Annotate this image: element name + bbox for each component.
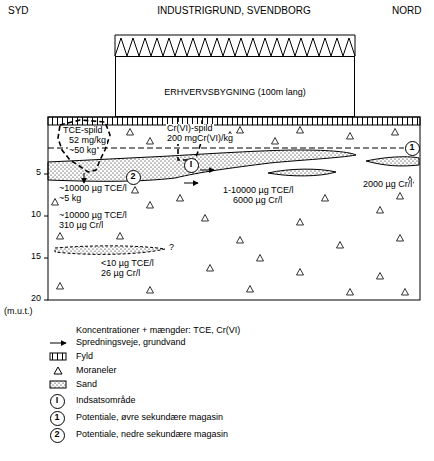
building: ERHVERVSBYGNING (100m lang) bbox=[115, 56, 355, 117]
moraine-symbol bbox=[297, 219, 304, 226]
moraine-symbol bbox=[247, 286, 254, 293]
moraine-symbol bbox=[337, 242, 344, 249]
callout-circle: I bbox=[184, 158, 199, 173]
moraine-symbol bbox=[297, 269, 304, 276]
moraine-symbol bbox=[402, 289, 409, 296]
note: TCE-spild bbox=[62, 126, 104, 136]
callout-circle: 2 bbox=[126, 170, 141, 185]
moraine-symbol bbox=[392, 129, 399, 136]
concentration: ~5 kg bbox=[58, 194, 82, 204]
callout-number: 2 bbox=[130, 172, 135, 182]
moraine-symbol bbox=[257, 255, 264, 262]
depth-tick: 10 bbox=[31, 210, 41, 220]
moraine-symbol bbox=[397, 193, 404, 200]
callout-number: 2 bbox=[54, 430, 59, 440]
concentration: <10 µg TCE/l bbox=[100, 259, 155, 269]
moraine-symbol bbox=[347, 133, 354, 140]
legend-text: Potentiale, nedre sekundære magasin bbox=[76, 430, 228, 440]
callout-number: 1 bbox=[409, 143, 414, 153]
note: 52 mg/kg bbox=[68, 136, 107, 146]
legend-text: Potentiale, øvre sekundære magasin bbox=[76, 413, 223, 423]
note: 200 mgCr(VI)/kg bbox=[166, 134, 234, 144]
concentration: ~10000 µg TCE/l bbox=[58, 211, 128, 221]
legend-text: Sand bbox=[76, 380, 97, 390]
moraine-symbol bbox=[207, 265, 214, 272]
note: Cr(VI)-spild bbox=[166, 124, 214, 134]
moraine-symbol bbox=[147, 138, 154, 145]
legend-text: Fyld bbox=[76, 352, 93, 362]
moraine-symbol bbox=[132, 187, 139, 194]
moraine-symbol bbox=[57, 283, 64, 290]
concentration: 1-10000 µg TCE/l bbox=[222, 186, 295, 196]
moraine-symbol bbox=[347, 289, 354, 296]
depth-tick: 15 bbox=[31, 252, 41, 262]
moraine-symbol bbox=[57, 233, 64, 240]
depth-tick: 20 bbox=[31, 294, 41, 304]
moraine-symbol bbox=[322, 195, 329, 202]
legend-text: Moraneler bbox=[76, 366, 117, 376]
moraine-symbol bbox=[297, 127, 304, 134]
callout-number: 1 bbox=[54, 413, 59, 423]
legend-text: Indsatsområde bbox=[76, 396, 136, 406]
moraine-symbol bbox=[237, 127, 244, 134]
moraine-symbol bbox=[272, 138, 279, 145]
concentration: 2000 µg Cr/l bbox=[362, 180, 413, 190]
legend-heading: Koncentrationer + mængder: TCE, Cr(VI) bbox=[76, 326, 240, 336]
moraine-symbol bbox=[147, 202, 154, 209]
note: ~50 kg bbox=[68, 146, 97, 156]
callout-number: I bbox=[190, 160, 193, 170]
moraine-symbol bbox=[177, 195, 184, 202]
callout-number: I bbox=[56, 396, 59, 406]
axis-unit: (m.u.t.) bbox=[4, 307, 33, 317]
moraine-symbol bbox=[202, 215, 209, 222]
moraine-symbol bbox=[237, 237, 244, 244]
moraine-symbol bbox=[377, 273, 384, 280]
building-label: ERHVERVSBYGNING (100m lang) bbox=[164, 88, 305, 98]
legend-circle: I bbox=[50, 394, 65, 409]
concentration: 310 µg Cr/l bbox=[58, 221, 104, 231]
title: INDUSTRIGRUND, SVENDBORG bbox=[157, 5, 310, 16]
concentration: ~10000 µg TCE/l bbox=[58, 184, 128, 194]
moraine-symbol bbox=[377, 207, 384, 214]
depth-tick: 5 bbox=[36, 168, 41, 178]
concentration: 26 µg Cr/l bbox=[100, 269, 141, 279]
legend-text: Spredningsveje, grundvand bbox=[76, 338, 186, 348]
direction-label: SYD bbox=[8, 5, 29, 16]
moraine-symbol bbox=[127, 129, 134, 136]
moraine-symbol bbox=[397, 235, 404, 242]
note: ? bbox=[168, 243, 175, 253]
direction-label: NORD bbox=[392, 5, 421, 16]
concentration: 6000 µg Cr/l bbox=[232, 196, 283, 206]
callout-circle: 1 bbox=[405, 141, 420, 156]
moraine-symbol bbox=[117, 233, 124, 240]
legend-circle: 2 bbox=[50, 428, 65, 443]
moraine-symbol bbox=[147, 287, 154, 294]
legend-circle: 1 bbox=[50, 411, 65, 426]
